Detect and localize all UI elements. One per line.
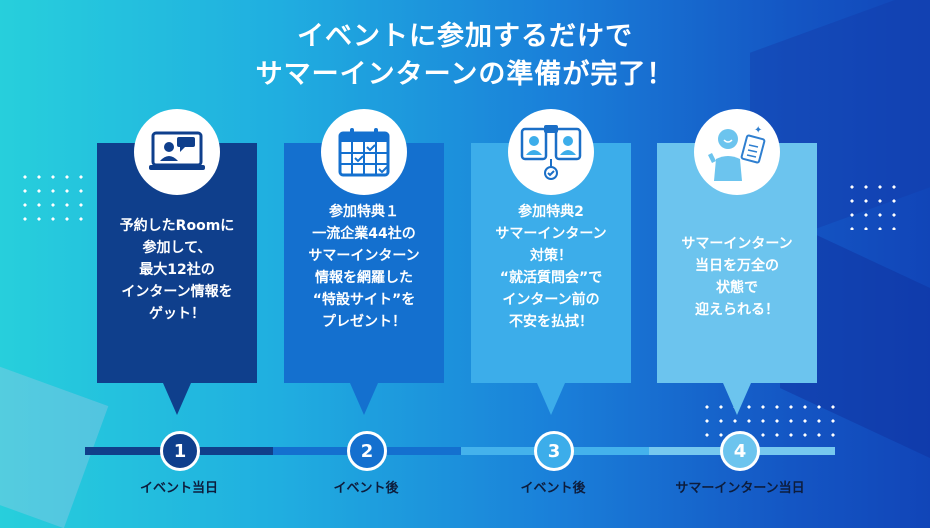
card-text: 参加特典2 サマーインターン 対策！ “就活質問会”で インターン前の 不安を払… <box>495 204 607 330</box>
step-label-1: イベント当日 <box>139 481 218 496</box>
decorative-cube-shape <box>0 361 109 528</box>
confident-person-checklist-icon: ✦ <box>694 109 780 195</box>
step-card-3: 参加特典2 サマーインターン 対策！ “就活質問会”で インターン前の 不安を払… <box>471 109 631 415</box>
headline-line-2: サマーインターンの準備が完了！ <box>255 59 675 90</box>
step-label-3: イベント後 <box>520 481 586 496</box>
headline-line-1: イベントに参加するだけで <box>297 21 633 52</box>
step-number-3: 3 <box>534 431 574 471</box>
decorative-dots <box>18 170 88 230</box>
card-text: サマーインターン 当日を万全の 状態で 迎えられる！ <box>681 236 793 318</box>
step-number-2: 2 <box>347 431 387 471</box>
step-label-2: イベント後 <box>333 481 399 496</box>
step-card-1: 予約したRoomに 参加して、 最大12社の インターン情報を ゲット！ <box>97 109 257 415</box>
step-number-1: 1 <box>160 431 200 471</box>
card-text: 予約したRoomに 参加して、 最大12社の インターン情報を ゲット！ <box>119 218 235 322</box>
decorative-dots <box>700 400 840 440</box>
svg-text:✦: ✦ <box>754 125 762 136</box>
video-meeting-icon <box>508 109 594 195</box>
decorative-dots <box>845 180 905 230</box>
calendar-icon <box>321 109 407 195</box>
card-pointer <box>537 383 565 415</box>
card-pointer <box>723 383 751 415</box>
step-label-4: サマーインターン当日 <box>675 481 805 496</box>
card-pointer <box>350 383 378 415</box>
step-card-4: ✦ サマーインターン 当日を万全の 状態で 迎えられる！ <box>657 109 817 415</box>
card-pointer <box>163 383 191 415</box>
laptop-video-chat-icon <box>134 109 220 195</box>
step-card-2: 参加特典１ 一流企業44社の サマーインターン 情報を網羅した “特設サイト”を… <box>284 109 444 415</box>
card-text: 参加特典１ 一流企業44社の サマーインターン 情報を網羅した “特設サイト”を… <box>308 204 420 330</box>
step-number-4: 4 <box>720 431 760 471</box>
